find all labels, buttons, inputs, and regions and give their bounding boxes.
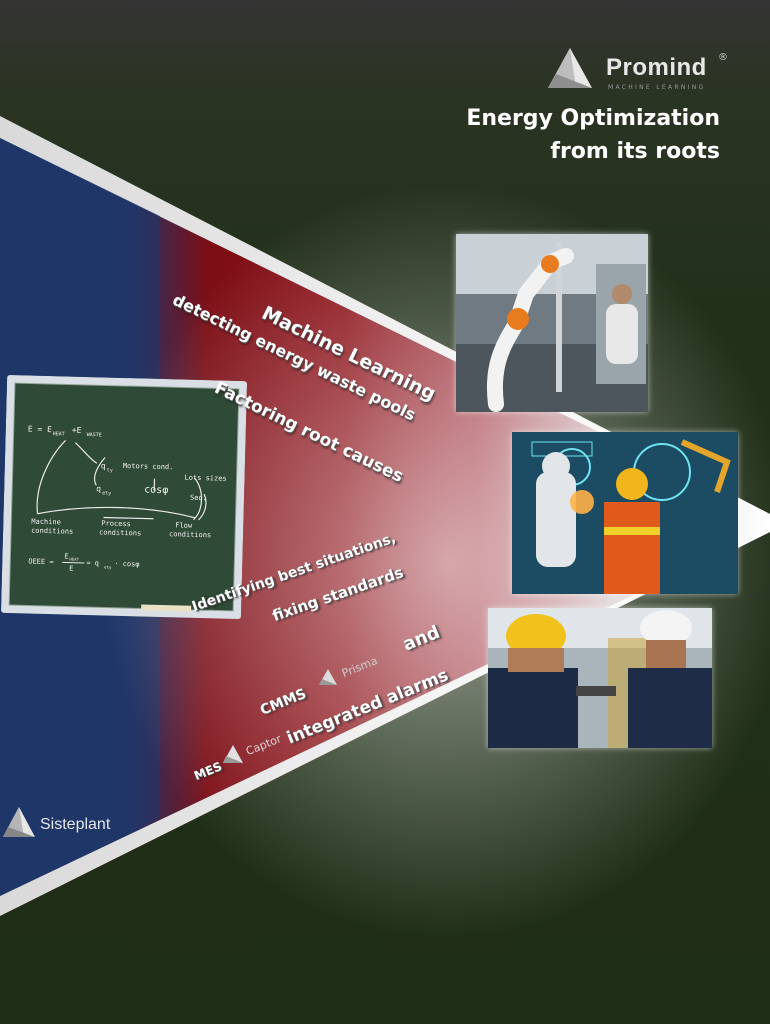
flow-label: Flow (175, 521, 193, 529)
captor-logo-icon (223, 745, 243, 763)
blackboard: E = E HEAT +E WASTE q ty Motors cond. q … (1, 374, 248, 621)
eq-sub-heat: HEAT (53, 431, 65, 437)
machine-conditions: conditions (31, 527, 73, 536)
frac-num: E (64, 552, 68, 560)
registered-mark: ® (718, 52, 728, 63)
sisteplant-logo-icon (3, 807, 35, 837)
brand-tagline: MACHINE LEARNING (608, 84, 706, 91)
oeee-label: OEEE = (28, 558, 53, 567)
seq: Seq. (190, 494, 207, 502)
process-label: Process (101, 519, 131, 528)
lots-sizes: Lots sizes (184, 474, 226, 483)
eq-plus: +E (72, 426, 82, 435)
machine-label: Machine (31, 518, 61, 527)
photo-robot-worker-ar (512, 432, 738, 594)
photo-robot-arm-lab (456, 234, 648, 412)
eq-energy-total: E = E (28, 424, 52, 434)
frac-den: E (69, 565, 73, 573)
q-ty-sub: ty (107, 468, 113, 474)
sisteplant-name: Sisteplant (40, 816, 111, 833)
headline-line-1: Energy Optimization (466, 106, 720, 131)
motors-cond: Motors cond. (123, 462, 174, 471)
headline: Energy Optimization from its roots (466, 102, 720, 168)
prisma-logo-icon (319, 669, 337, 685)
oeee-tail-sub: ety (104, 565, 112, 570)
cos-phi: cosφ (144, 485, 168, 497)
oeee-end: · cosφ (114, 560, 139, 569)
headline-line-2: from its roots (550, 139, 720, 164)
q-ety-sub: ety (102, 490, 111, 496)
oeee-tail: = q (86, 559, 99, 567)
q-ty: q (101, 461, 106, 470)
brand-name: Promind (606, 54, 707, 81)
eq-sub-waste: WASTE (87, 432, 102, 438)
frac-num-sub: HEAT (69, 557, 79, 562)
promind-logo-icon (548, 48, 592, 88)
q-ety: q (96, 484, 101, 493)
photo-workers-hardhats (488, 608, 712, 748)
flow-conditions: conditions (169, 530, 211, 539)
process-conditions: conditions (99, 528, 141, 537)
